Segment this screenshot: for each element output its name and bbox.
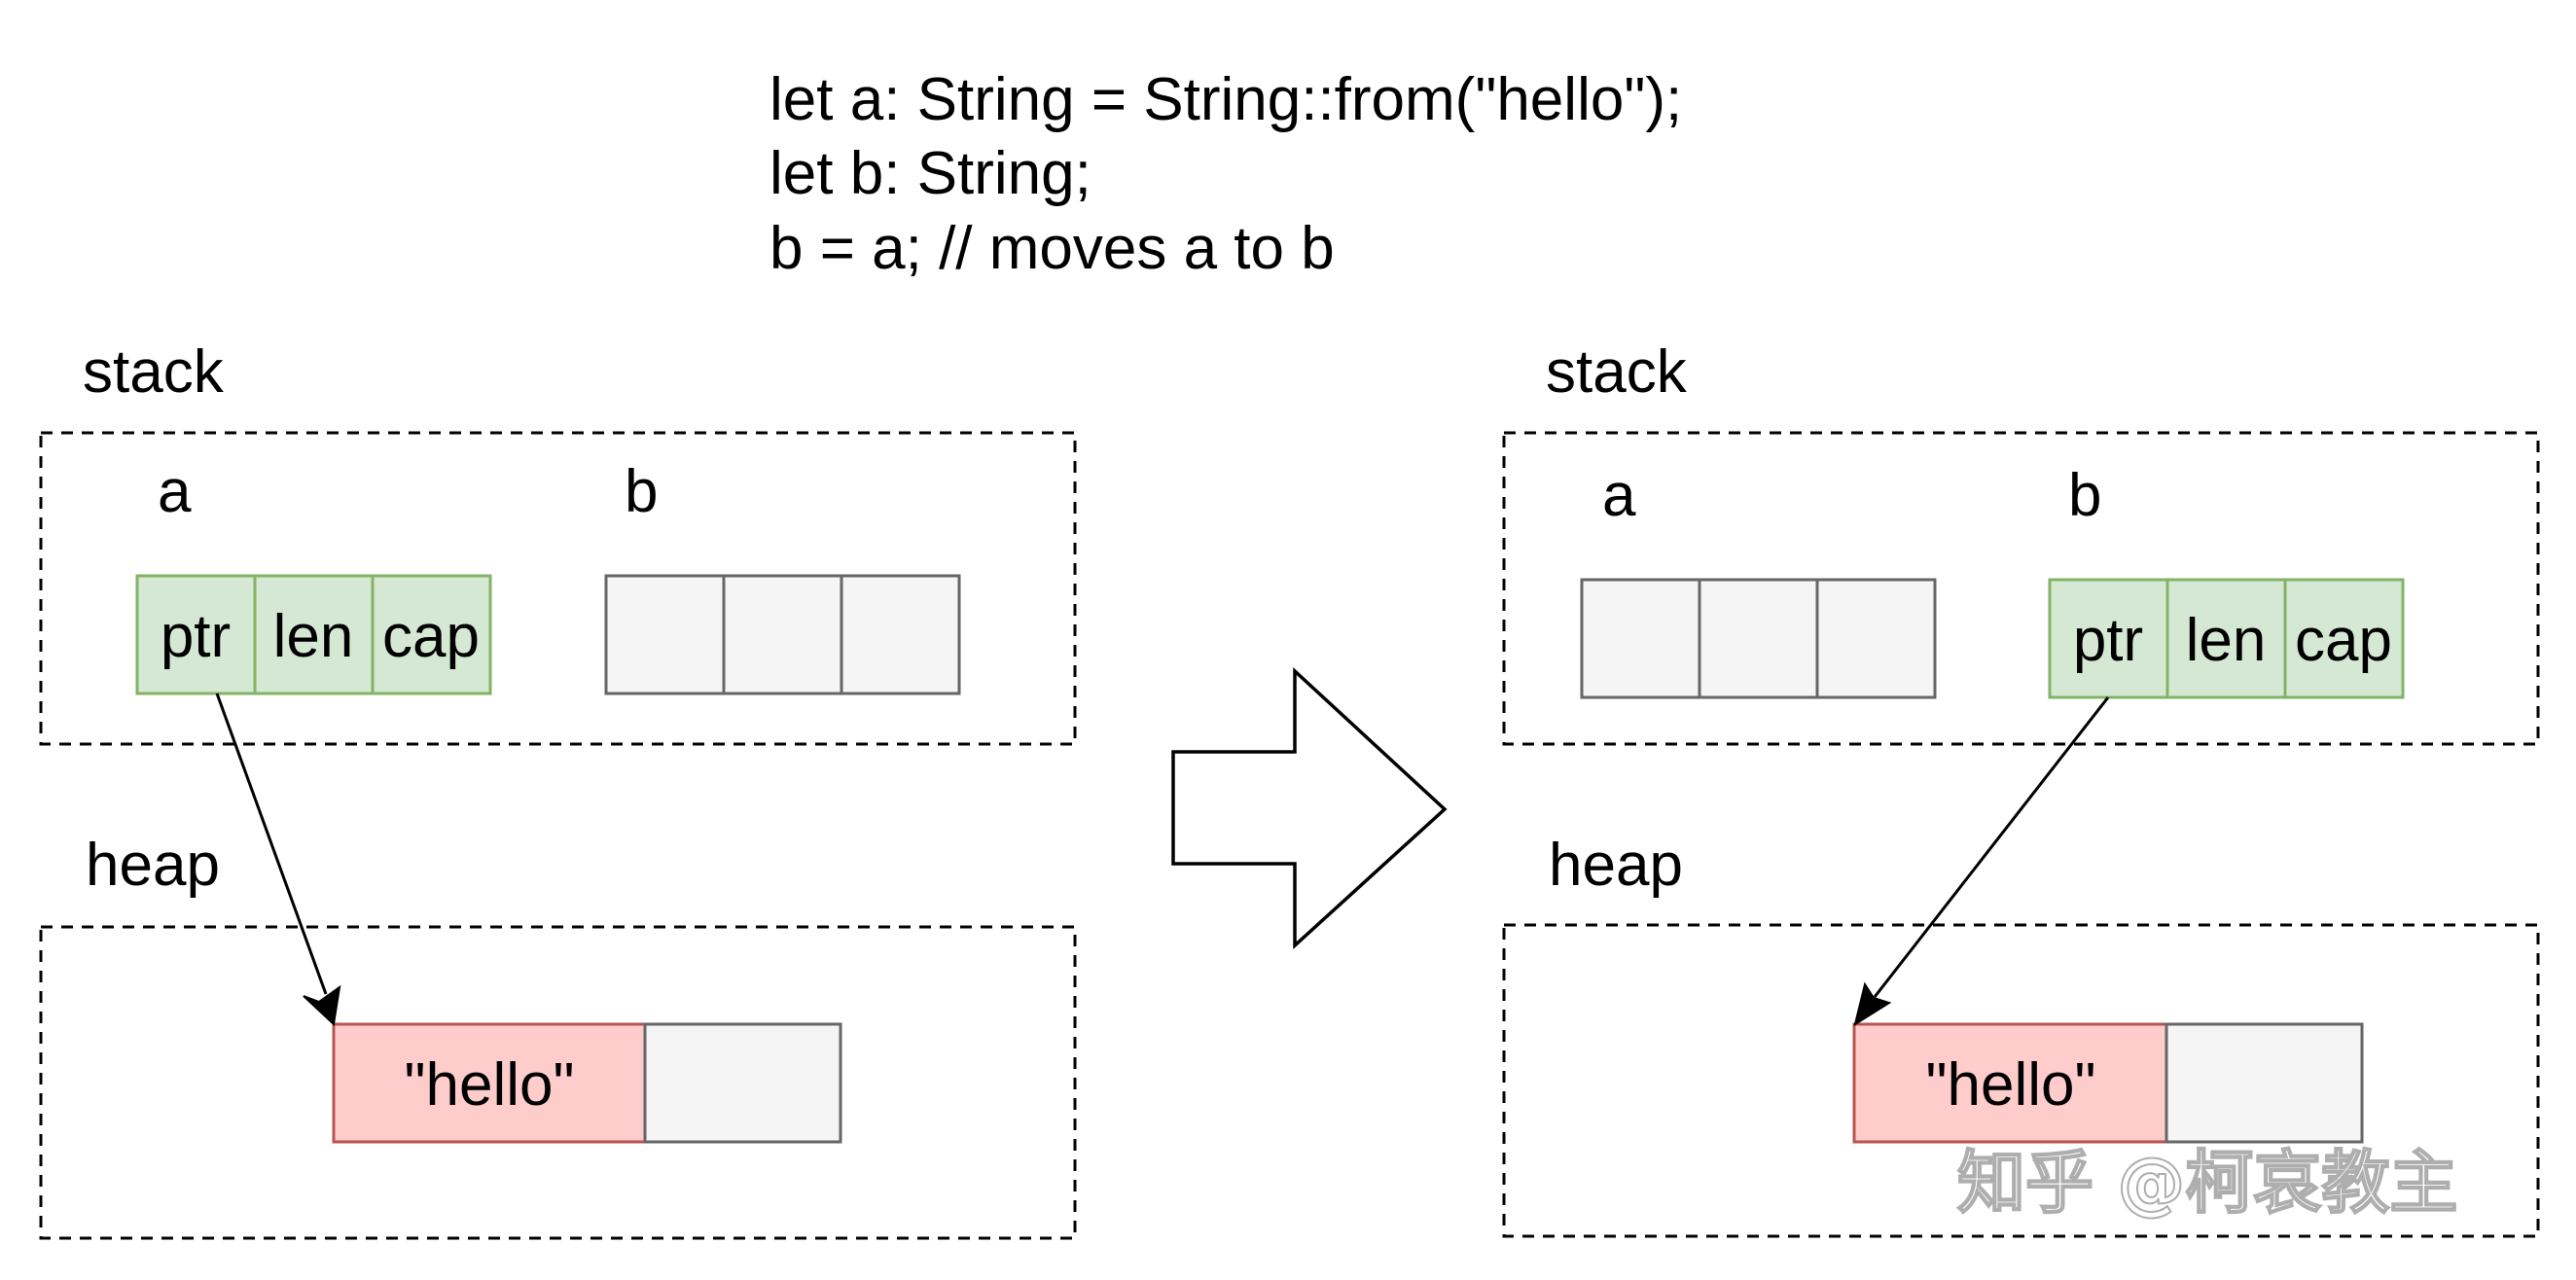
after-b-cap-text: cap [2295, 607, 2392, 674]
before-heap-region [39, 925, 1077, 1240]
after-heap-region [1502, 923, 2540, 1238]
before-a-cap-text: cap [382, 603, 480, 670]
after-pointer-line [1873, 696, 2110, 998]
after-state: stack a b ptr len cap heap "hello" [1502, 338, 2540, 1238]
after-var-b-label: b [2068, 462, 2101, 529]
before-heap-label: heap [86, 832, 220, 899]
before-stack-region [39, 431, 1077, 746]
after-var-a-label: a [1602, 462, 1636, 529]
before-heap-spare-cell [643, 1022, 842, 1144]
before-var-a-struct: ptr len cap [135, 574, 492, 695]
before-var-b-struct [604, 574, 961, 695]
after-pointer-arrowhead [1853, 981, 1892, 1027]
after-heap-block: "hello" [1852, 1022, 2364, 1144]
after-a-cell [1580, 578, 1701, 699]
before-var-a-label: a [158, 458, 192, 525]
transition-arrow-icon [1171, 667, 1448, 949]
after-var-b-struct: ptr len cap [2048, 578, 2405, 699]
before-heap-block: "hello" [332, 1022, 842, 1144]
after-heap-value-cell [1852, 1022, 2168, 1144]
before-a-cap-cell [371, 574, 492, 695]
before-a-len-text: len [273, 603, 354, 670]
after-pointer-arrow [1853, 696, 2110, 1027]
after-b-cap-cell [2283, 578, 2405, 699]
before-a-ptr-cell [135, 574, 257, 695]
before-heap-value-cell [332, 1022, 647, 1144]
before-b-cell [722, 574, 843, 695]
before-pointer-arrow [215, 693, 341, 1027]
after-a-cell [1698, 578, 1819, 699]
code-line: let b: String; [769, 140, 1091, 207]
before-b-cell [840, 574, 961, 695]
after-heap-label: heap [1549, 832, 1683, 899]
after-heap-spare-cell [2165, 1022, 2364, 1144]
after-stack-region [1502, 431, 2540, 746]
watermark-text: 知乎 @柯哀教主 [1957, 1143, 2457, 1223]
before-stack-label: stack [83, 338, 225, 406]
before-pointer-arrowhead [303, 984, 341, 1027]
before-state: stack a b ptr len cap heap "hello" [39, 338, 1077, 1240]
code-line: b = a; // moves a to b [769, 215, 1335, 282]
code-line: let a: String = String::from("hello"); [769, 66, 1682, 133]
before-var-b-label: b [625, 458, 658, 525]
after-b-len-text: len [2186, 607, 2267, 674]
after-var-a-struct [1580, 578, 1937, 699]
before-a-ptr-text: ptr [161, 603, 231, 670]
after-stack-label: stack [1546, 338, 1688, 406]
after-a-cell [1815, 578, 1937, 699]
before-pointer-line [215, 693, 328, 995]
after-heap-value-text: "hello" [1925, 1051, 2095, 1119]
before-heap-value-text: "hello" [404, 1051, 574, 1119]
after-b-ptr-text: ptr [2073, 607, 2143, 674]
before-b-cell [604, 574, 726, 695]
before-a-len-cell [253, 574, 375, 695]
after-b-len-cell [2165, 578, 2287, 699]
code-snippet: let a: String = String::from("hello"); l… [769, 66, 1682, 282]
